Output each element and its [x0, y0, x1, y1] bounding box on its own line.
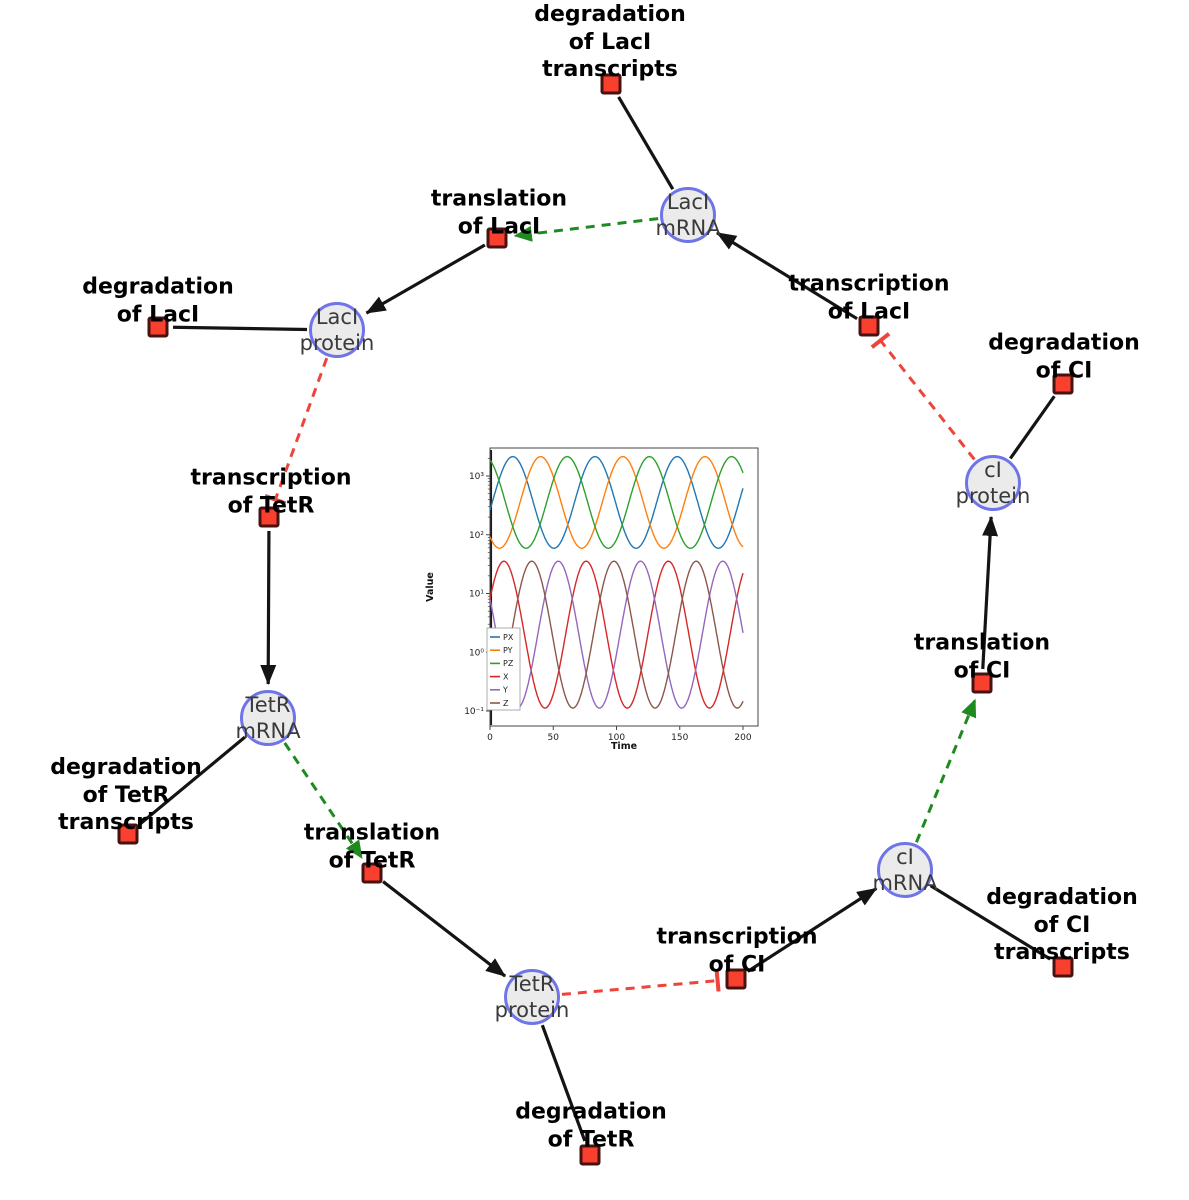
reaction-label-translation-ci: translation of CI [913, 630, 1051, 684]
species-label-ci-protein: cI protein [955, 457, 1031, 508]
species-label-laci-protein: LacI protein [299, 304, 375, 355]
reaction-node-transcription-laci[interactable] [858, 315, 880, 337]
species-node-laci-mrna[interactable] [660, 187, 716, 243]
species-label-laci-mrna: LacI mRNA [655, 189, 721, 240]
species-label-tetr-mrna: TetR mRNA [235, 692, 301, 743]
reaction-node-translation-ci[interactable] [971, 672, 993, 694]
edge-production-translation-tetr-tetr-protein [382, 880, 507, 978]
series-PZ [490, 455, 744, 550]
reaction-node-transcription-tetr[interactable] [258, 506, 280, 528]
legend-label-X: X [503, 672, 509, 681]
species-node-tetr-mrna[interactable] [240, 690, 296, 746]
series-Y [490, 560, 744, 709]
species-node-laci-protein[interactable] [309, 302, 365, 358]
edge-consumption-ci-mrna-deg-ci-transcripts [929, 884, 1052, 961]
edge-consumption-ci-protein-deg-ci [1009, 395, 1056, 460]
series-PY [490, 455, 744, 550]
species-label-ci-mrna: cI mRNA [872, 844, 938, 895]
reaction-label-deg-laci-transcripts: degradation of LacI transcripts [534, 1, 686, 82]
species-node-ci-protein[interactable] [965, 455, 1021, 511]
legend-label-PZ: PZ [503, 659, 514, 668]
edge-inhibition-tetr-protein-transcription-ci [561, 969, 721, 996]
edge-consumption-tetr-mrna-deg-tetr-transcripts [138, 735, 246, 826]
reaction-label-transcription-laci: transcription of LacI [788, 271, 950, 325]
reaction-label-deg-ci: degradation of CI [988, 330, 1140, 384]
species-node-tetr-protein[interactable] [504, 969, 560, 1025]
x-axis-label: Time [611, 741, 637, 752]
reaction-node-transcription-ci[interactable] [725, 968, 747, 990]
edge-production-translation-ci-ci-protein [981, 515, 999, 670]
x-tick-label: 100 [608, 733, 625, 743]
x-tick-label: 0 [487, 733, 493, 743]
x-tick-label: 50 [548, 733, 560, 743]
edge-production-transcription-tetr-tetr-mrna [260, 530, 277, 686]
legend-label-Z: Z [503, 699, 509, 708]
y-tick-label: 10⁻¹ [464, 707, 484, 717]
x-tick-label: 200 [734, 733, 751, 743]
edge-consumption-laci-mrna-deg-laci-transcripts [617, 96, 675, 190]
reaction-node-deg-laci-transcripts[interactable] [600, 73, 622, 95]
reaction-node-deg-ci[interactable] [1052, 373, 1074, 395]
reaction-node-deg-laci[interactable] [147, 316, 169, 338]
edge-inhibition-ci-protein-transcription-laci [870, 332, 976, 461]
reaction-label-transcription-ci: transcription of CI [656, 924, 818, 978]
y-tick-label: 10¹ [469, 590, 484, 600]
reaction-label-deg-laci: degradation of LacI [82, 274, 234, 328]
reaction-node-deg-tetr-transcripts[interactable] [117, 823, 139, 845]
reaction-label-transcription-tetr: transcription of TetR [190, 465, 352, 519]
legend-box [486, 627, 521, 711]
series-X [490, 560, 744, 709]
legend-label-PY: PY [503, 646, 513, 655]
edge-consumption-tetr-protein-deg-tetr [540, 1024, 587, 1142]
reaction-label-deg-ci-transcripts: degradation of CI transcripts [986, 884, 1138, 965]
reaction-label-deg-tetr-transcripts: degradation of TetR transcripts [50, 754, 202, 835]
series-PX [490, 455, 744, 550]
edge-production-translation-laci-laci-protein [365, 243, 486, 315]
edge-production-transcription-laci-laci-mrna [716, 231, 858, 321]
y-tick-label: 10² [469, 531, 484, 541]
edge-modifier-tetr-mrna-translation-tetr [283, 742, 364, 859]
reaction-node-deg-tetr[interactable] [579, 1144, 601, 1166]
reaction-node-deg-ci-transcripts[interactable] [1052, 956, 1074, 978]
edge-modifier-ci-mrna-translation-ci [915, 698, 977, 843]
reaction-label-deg-tetr: degradation of TetR [515, 1099, 667, 1153]
legend-label-PX: PX [503, 633, 514, 642]
edge-consumption-laci-protein-deg-laci [172, 325, 308, 332]
reaction-node-translation-laci[interactable] [486, 227, 508, 249]
y-axis-label: Value [425, 572, 436, 602]
series-Z [490, 560, 744, 709]
x-tick-label: 150 [671, 733, 688, 743]
y-tick-label: 10⁰ [469, 648, 484, 658]
edge-production-transcription-ci-ci-mrna [746, 887, 878, 973]
y-tick-label: 10³ [469, 472, 484, 482]
species-node-ci-mrna[interactable] [877, 842, 933, 898]
plot-frame [489, 447, 759, 727]
edge-modifier-laci-mrna-translation-laci [513, 217, 659, 242]
legend-label-Y: Y [502, 686, 508, 695]
species-label-tetr-protein: TetR protein [494, 971, 570, 1022]
reaction-label-translation-laci: translation of LacI [430, 186, 568, 240]
reaction-label-translation-tetr: translation of TetR [303, 820, 441, 874]
reaction-node-translation-tetr[interactable] [361, 862, 383, 884]
